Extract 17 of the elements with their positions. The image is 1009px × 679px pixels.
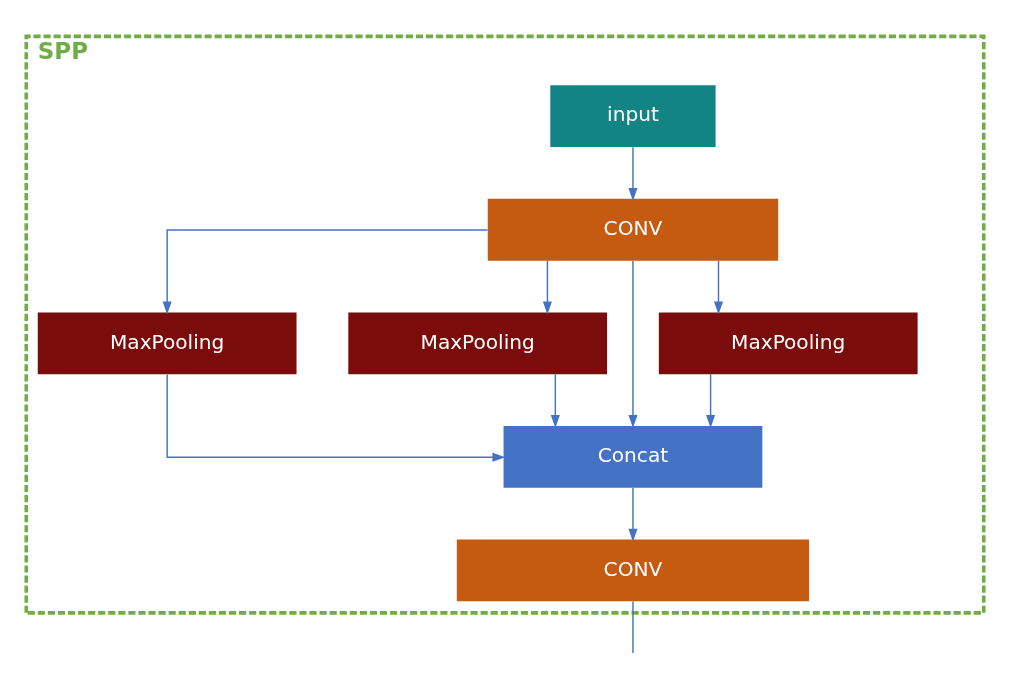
node-box: input — [549, 85, 716, 148]
connector — [631, 600, 634, 654]
arrow — [705, 373, 715, 429]
node-box: MaxPooling — [37, 312, 297, 375]
node-box: Concat — [503, 425, 762, 488]
node-box: MaxPooling — [658, 312, 918, 375]
arrow — [542, 260, 552, 315]
arrow — [627, 487, 637, 542]
node-box: CONV — [487, 198, 778, 261]
arrow — [627, 260, 637, 428]
node-box: MaxPooling — [347, 312, 607, 375]
arrow — [165, 373, 505, 462]
node-box: CONV — [456, 539, 809, 602]
arrow — [713, 260, 723, 315]
arrow — [162, 229, 488, 315]
arrow — [627, 146, 637, 201]
arrow — [550, 373, 560, 429]
